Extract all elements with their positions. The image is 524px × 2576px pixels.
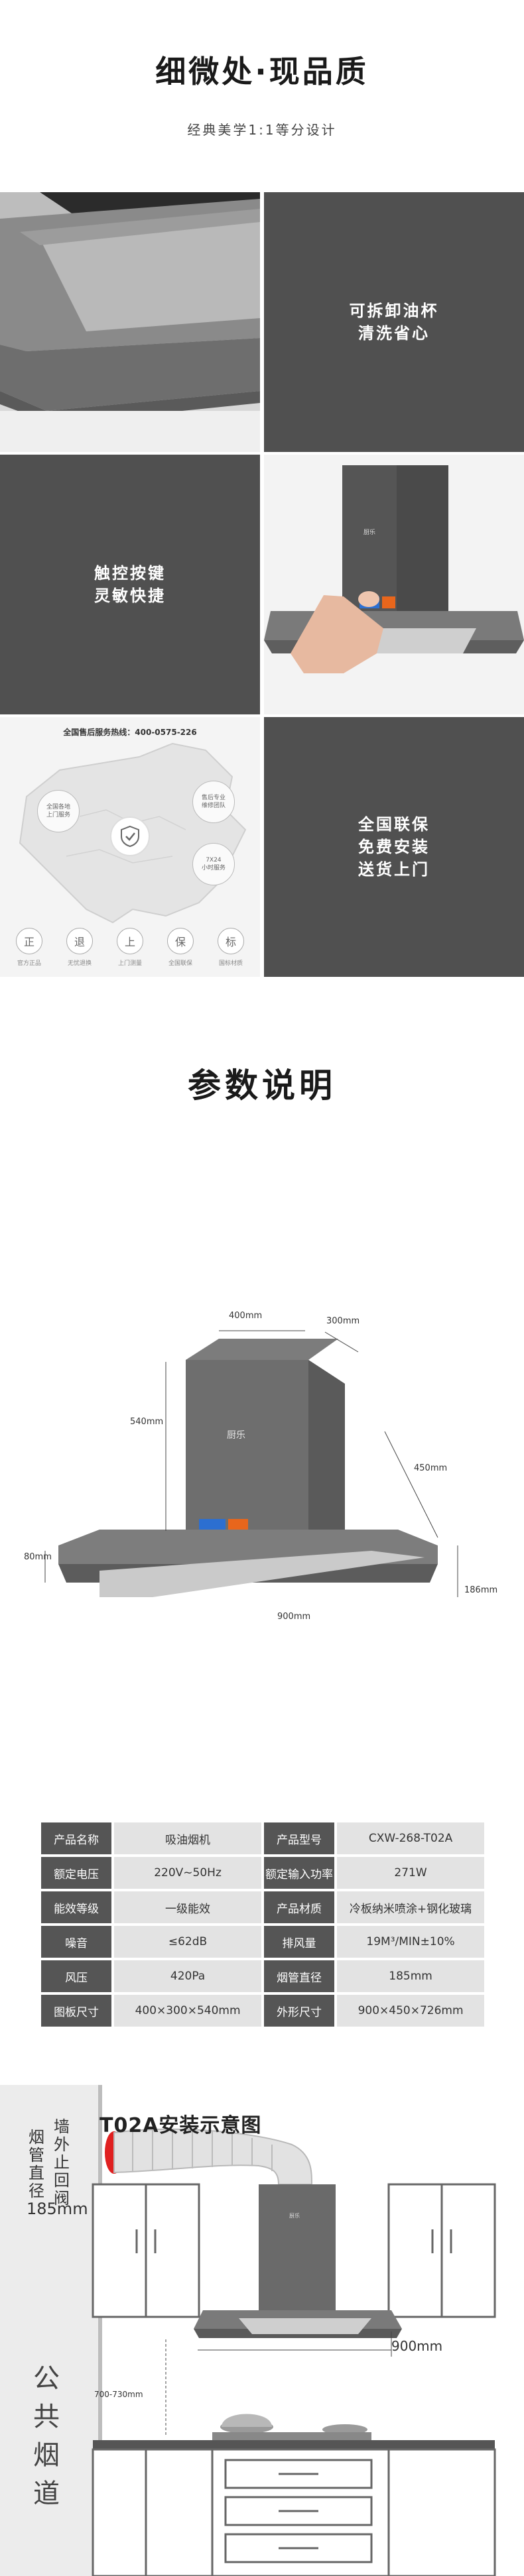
hood-brand-mark: 厨乐	[227, 1430, 245, 1441]
dim-width-400: 400mm	[229, 1311, 263, 1321]
spec-key: 产品型号	[263, 1822, 335, 1854]
badge-team-line1: 售后专业	[201, 795, 226, 801]
badge-247-line1: 7X24	[206, 857, 222, 864]
feature-service-line2: 免费安装	[358, 838, 430, 856]
spec-value: 900×450×726mm	[337, 1995, 484, 2027]
oil-cup-photo	[0, 192, 260, 452]
measure-icon: 上	[117, 928, 143, 954]
spec-row: 产品名称 吸油烟机 产品型号 CXW-268-T02A	[41, 1822, 484, 1854]
spec-key: 产品名称	[41, 1822, 112, 1854]
touch-panel-photo: 厨乐	[264, 455, 524, 714]
feature-touch: 触控按键 灵敏快捷	[0, 455, 260, 714]
spec-key: 烟管直径	[263, 1960, 335, 1992]
standard-icon: 标	[218, 928, 244, 954]
dimension-diagram: 厨乐	[44, 1330, 458, 1597]
service-badge-team: 售后专业维修团队	[192, 781, 235, 823]
service-item-genuine: 正 官方正品	[12, 928, 46, 967]
service-item-return: 退 无忧退换	[62, 928, 97, 967]
section-title-detail: 细微处·现品质	[155, 54, 369, 89]
public-flue-text: 公共烟道	[33, 2363, 60, 2509]
spec-row: 额定电压 220V~50Hz 额定输入功率 271W	[41, 1857, 484, 1889]
service-item-label: 国标材质	[218, 960, 243, 967]
badge-onsite-line1: 全国各地	[46, 804, 70, 811]
service-item-label: 上门测量	[117, 960, 142, 967]
check-valve-label: 墙外止回阀	[52, 2118, 72, 2208]
feature-oil-cup: 可拆卸油杯 清洗省心	[264, 192, 524, 452]
install-title: T02A安装示意图	[99, 2114, 262, 2137]
spec-value: 185mm	[337, 1960, 484, 1992]
spec-value: 271W	[337, 1857, 484, 1889]
hood-chimney	[259, 2184, 336, 2310]
spec-key: 噪音	[41, 1926, 112, 1958]
spec-value: 420Pa	[114, 1960, 261, 1992]
feature-touch-line1: 触控按键	[94, 564, 166, 583]
feature-oil-cup-line2: 清洗省心	[358, 324, 430, 343]
spec-value: 220V~50Hz	[114, 1857, 261, 1889]
feature-service-line1: 全国联保	[358, 815, 430, 834]
badge-247-line2: 小时服务	[201, 865, 226, 871]
oil-cup-illustration	[0, 192, 260, 452]
spec-key: 能效等级	[41, 1891, 112, 1923]
spec-row: 噪音 ≤62dB 排风量 19M³/MIN±10%	[41, 1926, 484, 1958]
service-item-standard: 标 国标材质	[214, 928, 248, 967]
warranty-icon: 保	[167, 928, 194, 954]
spec-row: 风压 420Pa 烟管直径 185mm	[41, 1960, 484, 1992]
install-height-label: 700-730mm	[94, 2390, 143, 2399]
hood-brand-mark: 厨乐	[289, 2212, 300, 2219]
spec-value: 冷板纳米喷涂+钢化玻璃	[337, 1891, 484, 1923]
install-diagram: 厨乐	[0, 2085, 496, 2576]
duct-diameter-text: 烟管直径185mm	[27, 2128, 88, 2218]
service-badge-onsite: 全国各地上门服务	[37, 790, 80, 832]
section-subtitle-design: 经典美学1:1等分设计	[187, 122, 337, 138]
spec-row: 图板尺寸 400×300×540mm 外形尺寸 900×450×726mm	[41, 1995, 484, 2027]
dim-depth-300: 300mm	[326, 1316, 360, 1326]
range-hood-touch-illustration: 厨乐	[264, 455, 524, 714]
dim-height-540: 540mm	[130, 1417, 164, 1427]
spec-value: 吸油烟机	[114, 1822, 261, 1854]
duct-diameter-label: 烟管直径185mm	[27, 2129, 88, 2218]
service-item-label: 全国联保	[168, 960, 192, 967]
dim-edge-80: 80mm	[24, 1552, 52, 1562]
spec-key: 外形尺寸	[263, 1995, 335, 2027]
service-item-label: 无忧退换	[67, 960, 92, 967]
spec-value: 一级能效	[114, 1891, 261, 1923]
hood-brand-mark: 厨乐	[363, 528, 375, 536]
check-valve-text: 墙外止回阀	[54, 2117, 70, 2208]
spec-key: 风压	[41, 1960, 112, 1992]
badge-team-line2: 维修团队	[201, 803, 226, 809]
service-guarantee-row: 正 官方正品 退 无忧退换 上 上门测量 保 全国联保 标 国标材质	[12, 928, 248, 967]
spec-row: 能效等级 一级能效 产品材质 冷板纳米喷涂+钢化玻璃	[41, 1891, 484, 1923]
dim-depth-450: 450mm	[414, 1463, 448, 1473]
spec-table: 产品名称 吸油烟机 产品型号 CXW-268-T02A 额定电压 220V~50…	[38, 1820, 487, 2029]
return-icon: 退	[66, 928, 93, 954]
spec-value: 400×300×540mm	[114, 1995, 261, 2027]
spec-key: 排风量	[263, 1926, 335, 1958]
feature-touch-line2: 灵敏快捷	[94, 587, 166, 605]
public-flue-label: 公共烟道	[28, 2359, 65, 2513]
dim-height-186: 186mm	[464, 1585, 498, 1595]
service-hotline: 全国售后服务热线：400-0575-226	[63, 728, 197, 737]
spec-key: 图板尺寸	[41, 1995, 112, 2027]
badge-onsite-line2: 上门服务	[46, 812, 70, 818]
spec-value: 19M³/MIN±10%	[337, 1926, 484, 1958]
spec-key: 产品材质	[263, 1891, 335, 1923]
spec-value: CXW-268-T02A	[337, 1822, 484, 1854]
dim-width-900: 900mm	[277, 1612, 311, 1622]
install-width-label: 900mm	[391, 2338, 443, 2354]
shield-check-icon	[110, 816, 150, 856]
section-title-params: 参数说明	[188, 1066, 336, 1105]
feature-service: 全国联保 免费安装 送货上门	[264, 717, 524, 977]
feature-service-line3: 送货上门	[358, 860, 430, 879]
spec-value: ≤62dB	[114, 1926, 261, 1958]
service-item-measure: 上 上门测量	[113, 928, 147, 967]
service-map: 全国售后服务热线：400-0575-226 全国各地上门服务 售后专业维修团队 …	[0, 717, 260, 977]
service-item-label: 官方正品	[17, 960, 41, 967]
feature-oil-cup-line1: 可拆卸油杯	[349, 302, 439, 320]
genuine-icon: 正	[16, 928, 42, 954]
spec-key: 额定电压	[41, 1857, 112, 1889]
service-item-warranty: 保 全国联保	[163, 928, 198, 967]
spec-key: 额定输入功率	[263, 1857, 335, 1889]
